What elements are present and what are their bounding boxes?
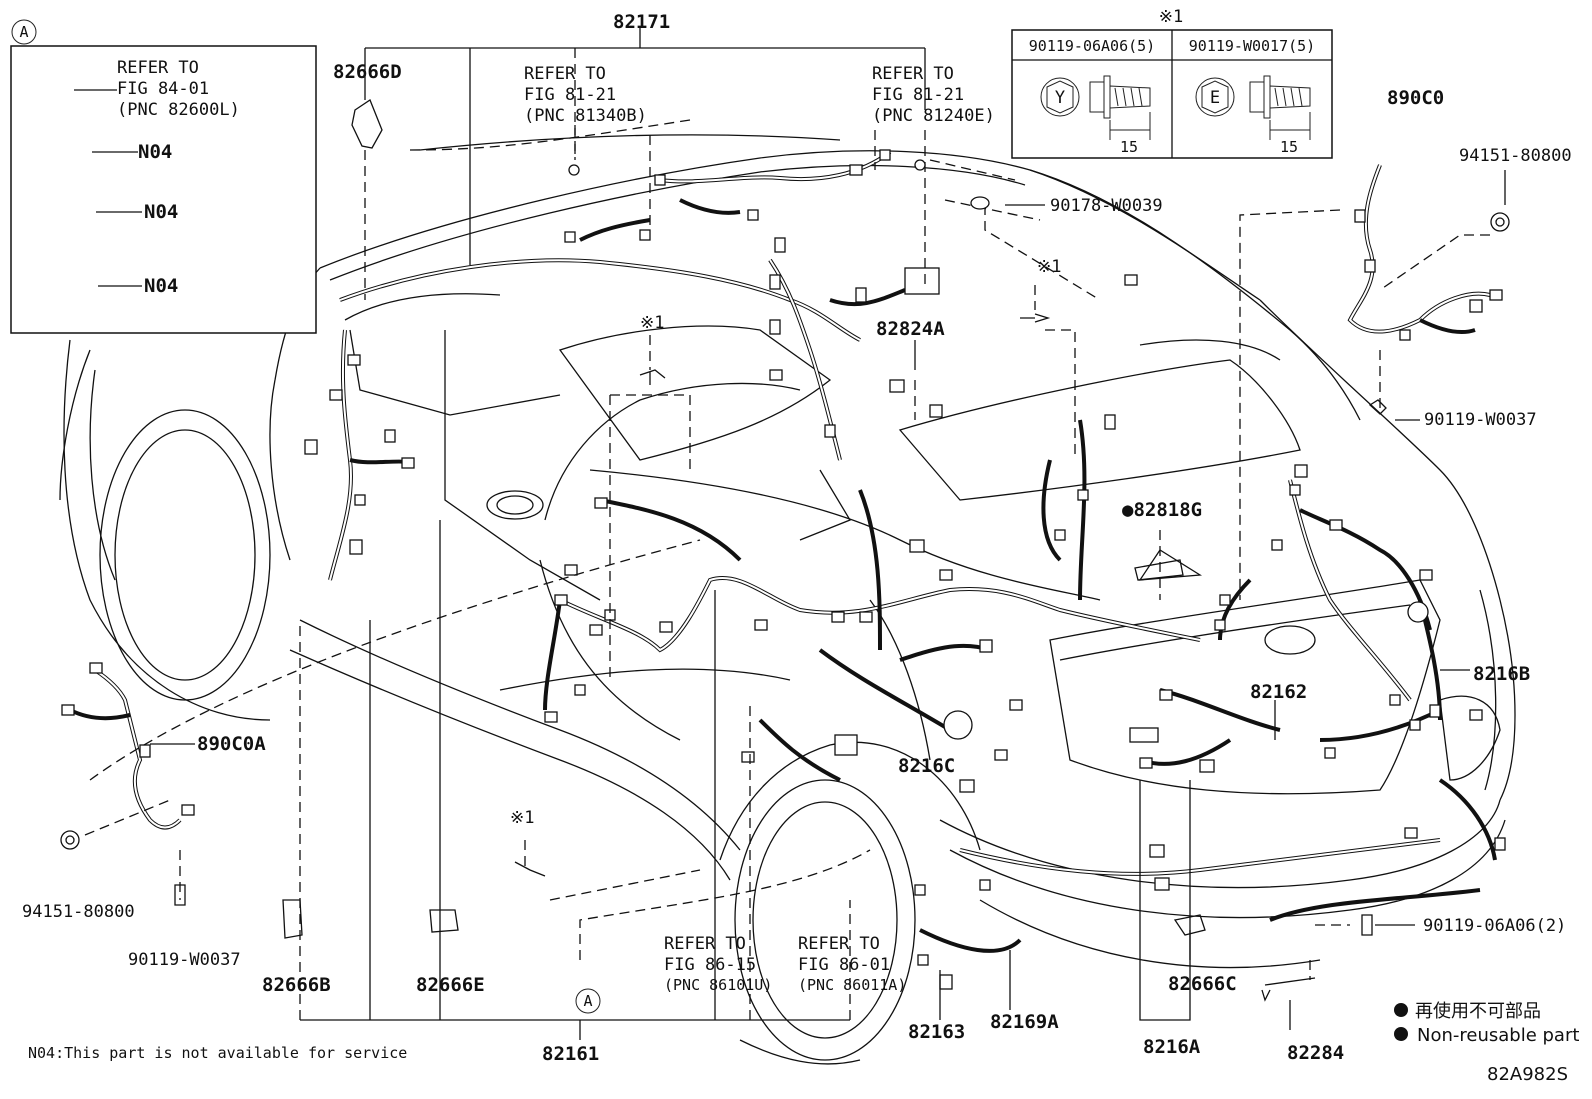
ref-3-line-1: REFER TO: [664, 934, 746, 954]
ref-2-line-1: REFER TO: [872, 64, 954, 84]
inset-badge-circle: [11, 19, 37, 45]
label-82284: 82284: [1287, 1042, 1344, 1064]
connectors: [61, 149, 1506, 990]
ref-1-line-1: REFER TO: [524, 64, 606, 84]
ref-4-line-3: (PNC 86011A): [798, 976, 906, 994]
legend: 再使用不可部品 Non-reusable part: [1394, 1001, 1579, 1046]
ref-3-line-2: FIG 86-15: [664, 955, 756, 975]
label-82666E: 82666E: [416, 974, 485, 996]
spec-dim-1: 15: [1120, 138, 1138, 156]
label-82162: 82162: [1250, 681, 1307, 703]
refer-callouts: REFER TO FIG 81-21 (PNC 81340B) REFER TO…: [524, 64, 995, 994]
marker-3: ※1: [510, 808, 534, 828]
inset-refer-line-1: REFER TO: [117, 58, 199, 78]
spec-symbol-y: Y: [1055, 88, 1065, 108]
label-82161: 82161: [542, 1043, 599, 1065]
harness-floor: [543, 419, 1201, 782]
harness-roof: [339, 150, 906, 461]
inset-refer-line-3: (PNC 82600L): [117, 100, 240, 120]
label-82171: 82171: [613, 11, 670, 33]
ref-2-line-3: (PNC 81240E): [872, 106, 995, 126]
ref-2-line-2: FIG 81-21: [872, 85, 964, 105]
label-90119-W0037-top: 90119-W0037: [1424, 410, 1537, 430]
inset-item-2: N04: [144, 201, 178, 223]
harness-left-pillar: [328, 329, 411, 581]
ref-4-line-1: REFER TO: [798, 934, 880, 954]
label-8216C: 8216C: [898, 755, 955, 777]
harness-tailgate: [1139, 479, 1442, 766]
label-890C0A: 890C0A: [197, 733, 266, 755]
spec-table: ※1 90119-06A06(5) 90119-W0017(5) Y 15 E …: [1011, 7, 1333, 159]
legend-en: Non-reusable part: [1417, 1025, 1579, 1046]
ref-1-line-2: FIG 81-21: [524, 85, 616, 105]
ref-3-line-3: (PNC 86101U): [664, 976, 772, 994]
label-890C0: 890C0: [1387, 87, 1444, 109]
diagram-code: 82A982S: [1487, 1064, 1568, 1085]
part-labels: 82171 82666D 890C0 94151-80800 90178-W00…: [22, 11, 1572, 1065]
marker-1: ※1: [640, 313, 664, 333]
marker-2: ※1: [1037, 257, 1061, 277]
spec-header-1: 90119-06A06(5): [1029, 37, 1155, 55]
spec-dim-2: 15: [1280, 138, 1298, 156]
asterisk-markers: ※1 ※1 ※1: [510, 257, 1061, 828]
legend-dot-1: [1394, 1003, 1408, 1017]
inset-badge: A: [19, 23, 28, 41]
footnote: N04:This part is not available for servi…: [28, 1044, 407, 1062]
spec-table-marker: ※1: [1159, 7, 1183, 27]
inset-refer-line-2: FIG 84-01: [117, 79, 209, 99]
spec-header-2: 90119-W0017(5): [1189, 37, 1315, 55]
label-94151-80800-bottom: 94151-80800: [22, 902, 135, 922]
label-82169A: 82169A: [990, 1011, 1059, 1033]
circle-a-callout: A: [575, 988, 601, 1014]
label-82818G: ●82818G: [1122, 499, 1202, 521]
harness-890C0A-sensor: [69, 668, 182, 830]
harness-rear-bumper: [919, 778, 1497, 953]
spec-symbol-e: E: [1210, 88, 1220, 108]
inset-panel: A REFER TO FIG 84-01 (PNC 82600L) N04 N0…: [10, 19, 317, 334]
label-94151-80800-top: 94151-80800: [1459, 146, 1572, 166]
label-82666C: 82666C: [1168, 973, 1237, 995]
leader-lines: [84, 28, 1506, 1040]
label-90119-06A06-2: 90119-06A06(2): [1423, 916, 1566, 936]
legend-jp: 再使用不可部品: [1415, 1001, 1541, 1022]
label-82666D: 82666D: [333, 61, 402, 83]
label-8216A: 8216A: [1143, 1036, 1201, 1058]
harness-890C0-sensor: [1347, 164, 1491, 334]
ref-4-line-2: FIG 86-01: [798, 955, 890, 975]
legend-dot-2: [1394, 1027, 1408, 1041]
label-82666B: 82666B: [262, 974, 331, 996]
label-82163: 82163: [908, 1021, 965, 1043]
label-8216B: 8216B: [1473, 663, 1530, 685]
label-90178-W0039: 90178-W0039: [1050, 196, 1163, 216]
inset-item-1: N04: [138, 141, 172, 163]
label-82824A: 82824A: [876, 318, 945, 340]
circle-a-label: A: [583, 992, 592, 1010]
label-90119-W0037-bottom: 90119-W0037: [128, 950, 241, 970]
ref-1-line-3: (PNC 81340B): [524, 106, 647, 126]
vehicle-body-outline: [59, 134, 1516, 1065]
inset-item-3: N04: [144, 275, 178, 297]
